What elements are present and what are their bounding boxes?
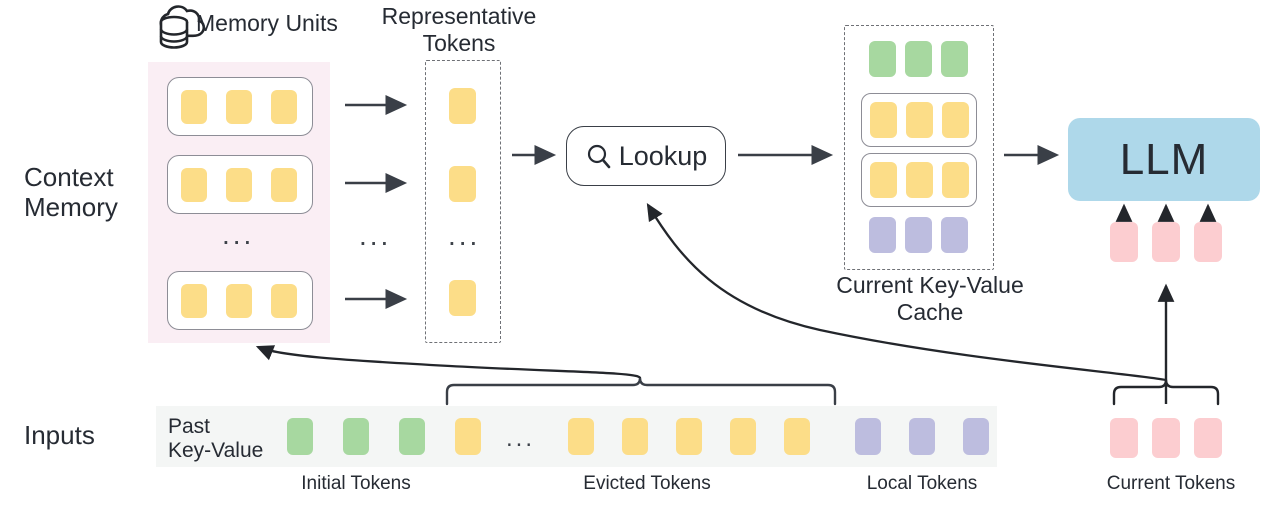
memory-token <box>271 168 297 202</box>
input-token-evicted <box>676 418 702 455</box>
memory-unit-2[interactable] <box>167 155 313 214</box>
evicted-to-memory-arrow <box>255 345 642 380</box>
llm-input-token <box>1110 222 1138 262</box>
representative-tokens-label: Representative Tokens <box>381 3 537 56</box>
past-key-value-label: Past Key-Value <box>168 415 264 463</box>
input-token-evicted <box>784 418 810 455</box>
input-token-current <box>1152 418 1180 458</box>
input-token-initial <box>399 418 425 455</box>
input-token-initial <box>287 418 313 455</box>
initial-tokens-caption: Initial Tokens <box>301 473 411 494</box>
local-tokens-caption: Local Tokens <box>866 473 978 494</box>
search-icon <box>585 142 613 170</box>
input-token-evicted <box>455 418 481 455</box>
kv-cache-token-green <box>869 41 896 77</box>
current-kv-cache-label: Current Key-Value Cache <box>836 272 1024 325</box>
llm-node[interactable]: LLM <box>1068 118 1260 201</box>
memory-token <box>181 284 207 318</box>
memory-token <box>226 284 252 318</box>
representative-tokens-ellipsis: ... <box>448 220 481 251</box>
llm-input-token <box>1152 222 1180 262</box>
kv-cache-token-yellow <box>906 102 933 138</box>
representative-token-1 <box>449 88 476 124</box>
input-token-local <box>909 418 935 455</box>
kv-cache-token-purple <box>941 217 968 253</box>
representative-token-2 <box>449 166 476 202</box>
kv-cache-token-purple <box>869 217 896 253</box>
kv-cache-retrieved-unit-1[interactable] <box>861 93 977 147</box>
memory-token <box>181 90 207 124</box>
current-tokens-brace <box>1112 378 1220 406</box>
memory-unit-n[interactable] <box>167 271 313 330</box>
input-token-initial <box>343 418 369 455</box>
llm-input-token <box>1194 222 1222 262</box>
memory-token <box>271 90 297 124</box>
llm-label: LLM <box>1119 134 1209 184</box>
current-tokens-caption: Current Tokens <box>1106 473 1236 494</box>
memory-token <box>271 284 297 318</box>
inputs-label: Inputs <box>24 420 95 450</box>
memory-units-label: Memory Units <box>196 10 338 36</box>
input-token-local <box>855 418 881 455</box>
input-token-evicted <box>568 418 594 455</box>
kv-cache-token-yellow <box>906 162 933 198</box>
kv-cache-token-yellow <box>870 162 897 198</box>
memory-units-ellipsis: ... <box>222 219 255 250</box>
input-token-local <box>963 418 989 455</box>
memory-token <box>181 168 207 202</box>
memory-unit-1[interactable] <box>167 77 313 136</box>
evicted-tokens-caption: Evicted Tokens <box>583 473 711 494</box>
kv-cache-token-yellow <box>942 102 969 138</box>
context-memory-label: Context Memory <box>24 162 118 223</box>
kv-cache-retrieved-unit-2[interactable] <box>861 153 977 207</box>
memory-token <box>226 168 252 202</box>
kv-cache-token-green <box>941 41 968 77</box>
inputs-ellipsis: ... <box>506 425 536 452</box>
input-token-current <box>1110 418 1138 458</box>
cloud-database-icon <box>152 2 208 54</box>
input-token-evicted <box>622 418 648 455</box>
input-token-evicted <box>730 418 756 455</box>
kv-cache-token-yellow <box>870 102 897 138</box>
representative-tokens-box <box>425 60 501 343</box>
mapping-arrows-ellipsis: ... <box>359 220 392 251</box>
representative-token-n <box>449 280 476 316</box>
lookup-label: Lookup <box>618 140 708 171</box>
kv-cache-token-yellow <box>942 162 969 198</box>
evicted-tokens-brace <box>445 376 837 406</box>
kv-cache-token-green <box>905 41 932 77</box>
input-token-current <box>1194 418 1222 458</box>
lookup-node[interactable]: Lookup <box>566 126 726 186</box>
kv-cache-token-purple <box>905 217 932 253</box>
memory-token <box>226 90 252 124</box>
